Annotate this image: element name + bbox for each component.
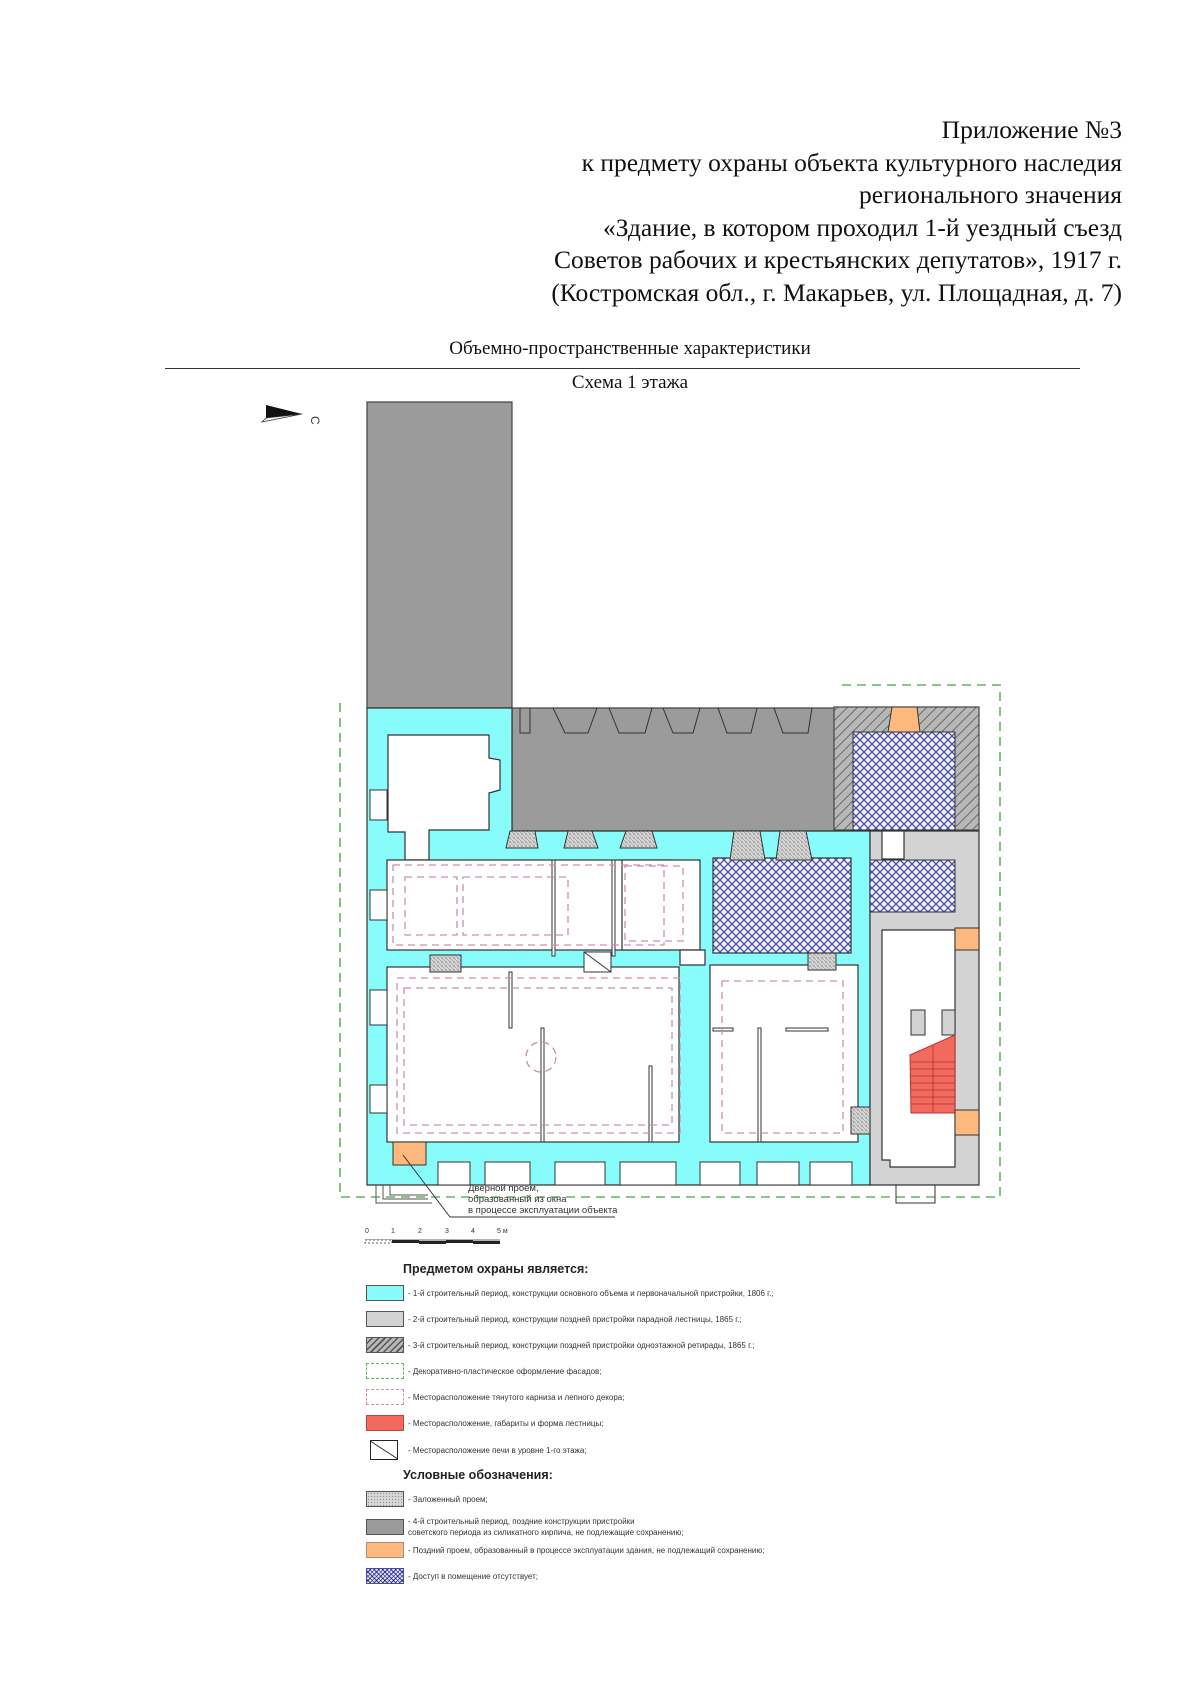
legend-item: - 2-й строительный период, конструкции п… xyxy=(366,1311,742,1327)
legend-item: - Месторасположение, габариты и форма ле… xyxy=(366,1415,603,1431)
scale-tick: 3 xyxy=(445,1228,449,1235)
scale-tick: 0 xyxy=(365,1228,369,1235)
legend-item: - 1-й строительный период, конструкции о… xyxy=(366,1285,774,1301)
header-line: «Здание, в котором проходил 1-й уездный … xyxy=(603,212,1122,242)
document-header: Приложение №3 к предмету охраны объекта … xyxy=(551,114,1122,309)
legend-text: - 2-й строительный период, конструкции п… xyxy=(408,1314,742,1324)
legend-text: - Поздний проем, образованный в процессе… xyxy=(408,1545,765,1555)
section-title: Объемно-пространственные характеристики xyxy=(449,338,811,359)
header-line: регионального значения xyxy=(859,180,1122,209)
legend-item: - Декоративно-пластическое оформление фа… xyxy=(366,1363,602,1379)
green-dashed-swatch-icon xyxy=(366,1363,404,1379)
no-access-room xyxy=(852,731,956,831)
legend-text: - Месторасположение тянутого карниза и л… xyxy=(408,1392,625,1402)
divider xyxy=(165,368,1080,369)
legend-item: - 3-й строительный период, конструкции п… xyxy=(366,1337,754,1353)
legend-item: - Поздний проем, образованный в процессе… xyxy=(366,1542,765,1558)
legend-item: - Месторасположение тянутого карниза и л… xyxy=(366,1389,624,1405)
stove-symbol xyxy=(583,951,612,973)
red-swatch-icon xyxy=(366,1415,404,1431)
no-access-room xyxy=(712,857,852,954)
north-arrow-icon xyxy=(260,405,303,423)
legend-item: - 4-й строительный период, поздние конст… xyxy=(366,1516,684,1538)
legend-text: - Месторасположение, габариты и форма ле… xyxy=(408,1418,604,1428)
scale-bar xyxy=(364,1239,500,1244)
legend-heading-protected: Предметом охраны является: xyxy=(403,1262,589,1276)
pink-dashed-swatch-icon xyxy=(366,1389,404,1405)
north-label: С xyxy=(308,416,322,425)
plan-title: Схема 1 этажа xyxy=(571,372,689,393)
cyan-swatch-icon xyxy=(366,1285,404,1301)
stove-swatch-icon xyxy=(370,1440,398,1460)
legend-text: - 4-й строительный период, поздние конст… xyxy=(408,1516,684,1538)
callout-line: образованный из окна xyxy=(468,1194,567,1205)
soviet-annex-north xyxy=(366,401,513,709)
legend-text-line1: - 4-й строительный период, поздние конст… xyxy=(408,1517,635,1526)
gray-crosshatch-swatch-icon xyxy=(366,1491,404,1507)
legend-text: - Месторасположение печи в уровне 1-го э… xyxy=(408,1445,587,1455)
legend-item: - Доступ в помещение отсутствует; xyxy=(366,1568,538,1584)
blue-crosshatch-swatch-icon xyxy=(366,1568,404,1584)
header-line: Советов рабочих и крестьянских депутатов… xyxy=(554,245,1122,274)
no-access-room xyxy=(869,859,956,913)
door-from-window xyxy=(392,1141,427,1166)
header-line: (Костромская обл., г. Макарьев, ул. Площ… xyxy=(551,277,1122,307)
legend-text: - 3-й строительный период, конструкции п… xyxy=(408,1340,755,1350)
scale-tick: 1 xyxy=(391,1228,395,1235)
dark-gray-swatch-icon xyxy=(366,1519,404,1535)
callout-line: Дверной проем, xyxy=(468,1183,539,1194)
legend-text: - Декоративно-пластическое оформление фа… xyxy=(408,1366,602,1376)
header-line: Приложение №3 xyxy=(941,115,1122,144)
scale-tick: 5 м xyxy=(497,1228,508,1235)
light-gray-swatch-icon xyxy=(366,1311,404,1327)
door-callout: Дверной проем, образованный из окна в пр… xyxy=(468,1183,617,1216)
legend-item: - Месторасположение печи в уровне 1-го э… xyxy=(366,1440,587,1460)
scale-tick: 2 xyxy=(418,1228,422,1235)
legend-text: - Доступ в помещение отсутствует; xyxy=(408,1571,538,1581)
legend-heading-symbols: Условные обозначения: xyxy=(403,1468,553,1482)
legend-item: - Заложенный проем; xyxy=(366,1491,488,1507)
orange-swatch-icon xyxy=(366,1542,404,1558)
legend-text: - Заложенный проем; xyxy=(408,1494,488,1504)
late-opening xyxy=(887,706,921,733)
callout-line: в процессе эксплуатации объекта xyxy=(468,1205,618,1216)
legend-text-line2: советского периода из силикатного кирпич… xyxy=(408,1528,684,1537)
header-line: к предмету охраны объекта культурного на… xyxy=(581,147,1122,177)
scale-tick: 4 xyxy=(471,1228,475,1235)
legend-text: - 1-й строительный период, конструкции о… xyxy=(408,1288,774,1298)
hatch-swatch-icon xyxy=(366,1337,404,1353)
